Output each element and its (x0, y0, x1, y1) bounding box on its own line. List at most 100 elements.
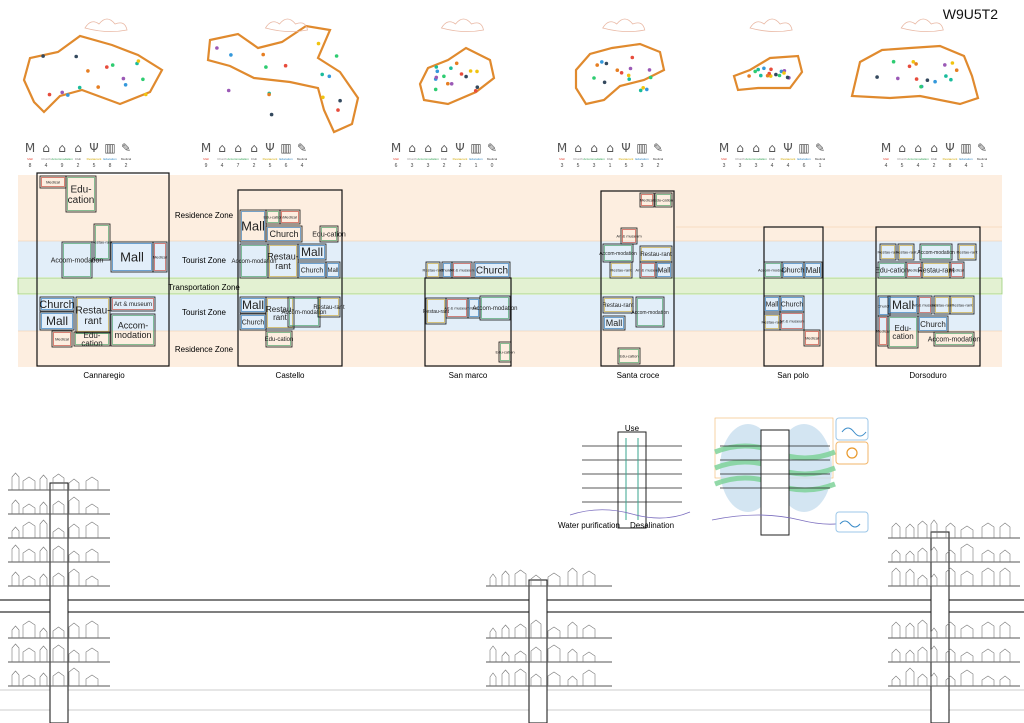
facility-dot (442, 74, 446, 79)
facility-dot (943, 63, 947, 67)
block-label: Restau-rant (423, 309, 450, 315)
facility-dot (592, 76, 596, 80)
icon-count: 2 (657, 163, 660, 169)
facility-dot (449, 66, 453, 70)
facility-dot (875, 75, 879, 79)
facility-dot (123, 83, 128, 87)
block-label: Edu-cation (654, 197, 673, 202)
facility-dot (464, 74, 468, 79)
sectional-elevation (0, 472, 1024, 723)
facility-dot (334, 54, 339, 58)
block-label: Mall (120, 250, 144, 265)
block-label: Church (920, 320, 946, 329)
icon-label: Education (469, 157, 483, 161)
block-label: Medical (283, 214, 297, 219)
district-label: Santa croce (617, 371, 660, 380)
block-education: Edu-cation (495, 341, 515, 363)
restaurant-icon: Ψ (455, 141, 464, 155)
icon-label: Church (897, 157, 907, 161)
block-accommodation: Accom-modation (281, 296, 327, 328)
block-church: Church (473, 261, 511, 279)
district-label: Dorsoduro (909, 371, 947, 380)
block-label: Mall (242, 298, 264, 312)
facility-dot (604, 61, 609, 66)
cloud-sketch (440, 18, 484, 32)
mall-icon: M (25, 141, 35, 155)
district-outline (36, 172, 170, 367)
facility-dot (602, 80, 607, 85)
block-label: Art & museum (779, 318, 805, 323)
tower (528, 579, 548, 723)
icon-count: 1 (819, 163, 822, 169)
facility-dot (434, 75, 439, 80)
block-restaurant: Restau-rant (267, 243, 299, 279)
icon-label: Restaurant (263, 157, 278, 161)
facility-dot (267, 92, 271, 97)
icon-count: 5 (269, 163, 272, 169)
icon-row-2: MMall6⌂Church3⌂Accommodation3⌂Club2ΨRest… (391, 141, 498, 169)
block-education: Edu-cation (617, 347, 641, 365)
accommodation-icon: ⌂ (424, 141, 432, 155)
water-purification-label: Water purification (558, 521, 620, 530)
block-education: Edu-cation (654, 192, 673, 208)
icon-count: 4 (771, 163, 774, 169)
district-label: Castello (276, 371, 305, 380)
medical-icon: ✎ (487, 141, 497, 155)
transportation-band (17, 277, 1003, 295)
block-art_museum: Art & museum (449, 261, 475, 279)
icon-label: Mall (27, 157, 33, 161)
icon-label: Medical (297, 157, 308, 161)
facility-dot (269, 112, 274, 117)
tower (49, 482, 69, 723)
block-label: Mall (241, 219, 265, 234)
facility-dot (954, 68, 959, 72)
icon-count: 3 (739, 163, 742, 169)
facility-dot (647, 68, 652, 72)
district-label: San marco (449, 371, 488, 380)
block-label: Medical (907, 267, 921, 272)
block-label: Accom-modation (51, 257, 104, 264)
icon-count: 1 (475, 163, 478, 169)
icon-count: 2 (125, 163, 128, 169)
island-map-1 (22, 18, 164, 114)
facility-dot (141, 77, 145, 82)
facility-dot (933, 79, 937, 84)
zone-label-tourist-top: Tourist Zone (182, 256, 227, 265)
facility-dot (782, 71, 786, 75)
island-map-6 (850, 18, 980, 106)
district-outline (875, 226, 981, 367)
block-label: Accom-modation (114, 321, 151, 340)
icon-label: Education (797, 157, 811, 161)
facility-dot (215, 46, 219, 50)
education-icon: ▥ (636, 141, 647, 155)
facility-dot (47, 92, 52, 97)
icon-label: Education (959, 157, 973, 161)
block-label: Edu-cation (495, 349, 514, 354)
icon-count: 3 (641, 163, 644, 169)
facility-dot (630, 55, 635, 60)
accommodation-icon: ⌂ (752, 141, 760, 155)
icon-count: 4 (965, 163, 968, 169)
club-icon: ⌂ (250, 141, 258, 155)
facility-dot (435, 69, 440, 74)
block-label: Church (269, 229, 298, 239)
block-mall: Mall (602, 315, 626, 331)
icon-count: 2 (459, 163, 462, 169)
facility-dot (628, 66, 633, 71)
icon-label: Accommodation (417, 157, 439, 161)
icon-label: Medical (121, 157, 132, 161)
icon-label: Restaurant (87, 157, 102, 161)
church-icon: ⌂ (42, 141, 50, 155)
icon-count: 6 (285, 163, 288, 169)
block-restaurant: Restau-rant (265, 296, 295, 330)
block-label: Edu-cation (265, 337, 294, 343)
block-mall: Mall (39, 311, 75, 331)
facility-dot (449, 82, 454, 86)
facility-dot (891, 59, 896, 64)
facility-dot (283, 63, 288, 68)
block-label: Restau-rant (957, 249, 979, 254)
block-restaurant: Restau-rant (92, 223, 113, 261)
block-label: Mall (806, 266, 821, 275)
